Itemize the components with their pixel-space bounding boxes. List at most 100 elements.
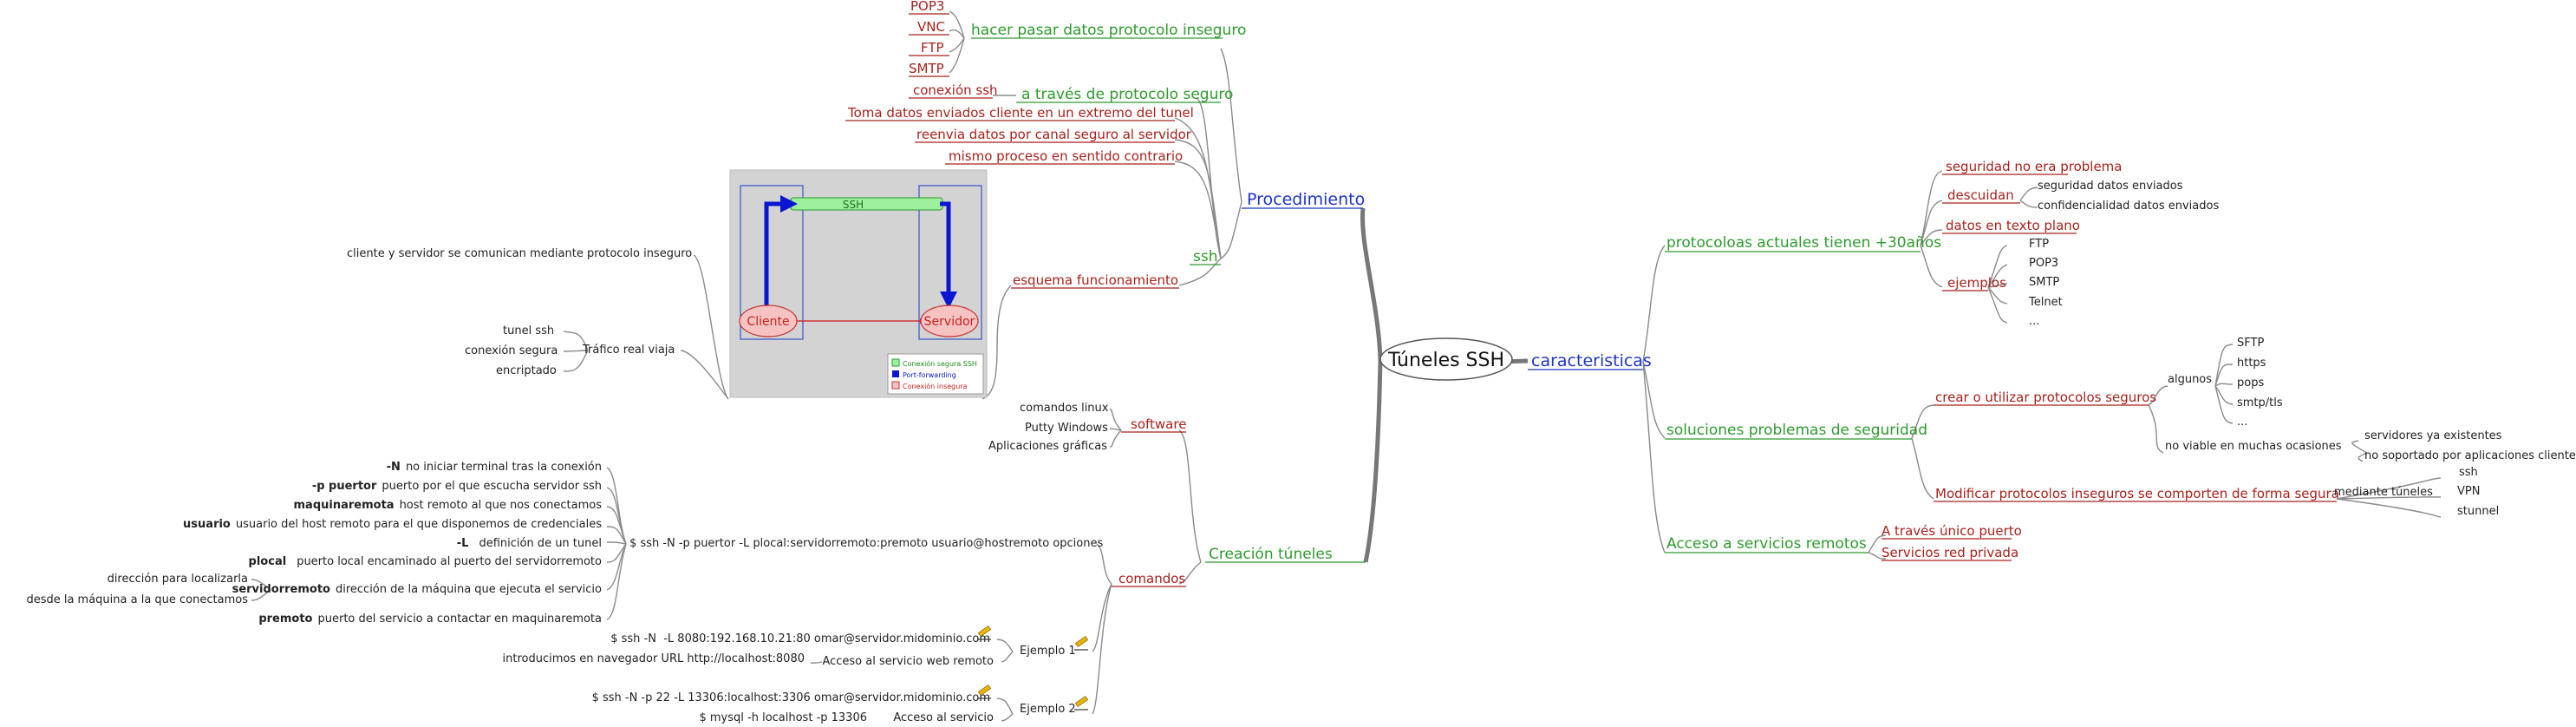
param-usuario-key: usuario bbox=[183, 518, 231, 531]
node-https[interactable]: https bbox=[2237, 357, 2266, 370]
ssh-tunnel-label: SSH bbox=[843, 199, 864, 211]
node-smtp-tls[interactable]: smtp/tls bbox=[2237, 396, 2283, 409]
node-comandos-linux[interactable]: comandos linux bbox=[1020, 402, 1109, 415]
node-ejemplo2-cmd[interactable]: $ ssh -N -p 22 -L 13306:localhost:3306 o… bbox=[592, 691, 990, 704]
node-ejemplo-1[interactable]: Ejemplo 1 bbox=[1020, 645, 1076, 658]
node-algunos[interactable]: algunos bbox=[2168, 373, 2212, 386]
node-encriptado[interactable]: encriptado bbox=[496, 364, 557, 377]
node-pop3[interactable]: POP3 bbox=[910, 0, 944, 14]
param-plocal-desc: puerto local encaminado al puerto del se… bbox=[297, 555, 602, 568]
node-servidores-existentes[interactable]: servidores ya existentes bbox=[2364, 429, 2502, 442]
pencil-icon bbox=[1074, 636, 1089, 651]
node-pops[interactable]: pops bbox=[2237, 377, 2264, 390]
param-n-key: -N bbox=[387, 461, 401, 474]
node-med-vpn[interactable]: VPN bbox=[2457, 485, 2480, 498]
node-conexion-segura[interactable]: conexión segura bbox=[465, 344, 558, 357]
node-conexion-ssh[interactable]: conexión ssh bbox=[913, 82, 998, 98]
node-acceso-remoto[interactable]: Acceso a servicios remotos bbox=[1666, 535, 1867, 553]
node-comandos[interactable]: comandos bbox=[1118, 571, 1185, 586]
node-modificar-protocolos[interactable]: Modificar protocolos inseguros se compor… bbox=[1935, 486, 2339, 501]
param-n-desc: no iniciar terminal tras la conexión bbox=[406, 461, 602, 474]
param-p[interactable]: -p puertor puerto por el que escucha serv… bbox=[312, 480, 602, 493]
node-hacer-pasar[interactable]: hacer pasar datos protocolo inseguro bbox=[971, 22, 1246, 39]
node-no-soportado[interactable]: no soportado por aplicaciones cliente bbox=[2364, 449, 2576, 462]
node-tunel-ssh[interactable]: tunel ssh bbox=[503, 324, 554, 337]
node-a-traves[interactable]: a través de protocolo seguro bbox=[1021, 86, 1233, 103]
param-maquinaremota-desc: host remoto al que nos conectamos bbox=[400, 499, 603, 512]
node-putty[interactable]: Putty Windows bbox=[1025, 422, 1108, 435]
node-ejemplo1-cmd[interactable]: $ ssh -N -L 8080:192.168.10.21:80 omar@s… bbox=[610, 632, 990, 645]
node-protocolos-actuales[interactable]: protocoloas actuales tienen +30años bbox=[1666, 234, 1941, 252]
node-esquema[interactable]: esquema funcionamiento bbox=[1013, 272, 1178, 288]
node-texto-plano[interactable]: datos en texto plano bbox=[1946, 218, 2080, 233]
param-p-desc: puerto por el que escucha servidor ssh bbox=[382, 480, 602, 493]
node-cliente-servidor[interactable]: cliente y servidor se comunican mediante… bbox=[347, 247, 692, 260]
param-maquinaremota[interactable]: maquinaremota host remoto al que nos cone… bbox=[294, 499, 603, 512]
node-ej-telnet[interactable]: Telnet bbox=[2028, 296, 2063, 309]
node-smtp[interactable]: SMTP bbox=[909, 61, 944, 76]
node-software[interactable]: software bbox=[1131, 416, 1186, 432]
node-aplicaciones-graficas[interactable]: Aplicaciones gráficas bbox=[988, 440, 1107, 453]
node-vnc[interactable]: VNC bbox=[917, 19, 945, 35]
node-direccion-localizarla[interactable]: dirección para localizarla bbox=[108, 573, 248, 586]
node-red-privada[interactable]: Servicios red privada bbox=[1881, 545, 2018, 560]
param-maquinaremota-key: maquinaremota bbox=[294, 499, 395, 512]
param-premoto-desc: puerto del servicio a contactar en maqui… bbox=[317, 612, 602, 625]
legend-port-forwarding: Port-forwarding bbox=[903, 371, 956, 379]
node-ej-smtp[interactable]: SMTP bbox=[2029, 276, 2059, 289]
param-premoto[interactable]: premoto puerto del servicio a contactar e… bbox=[258, 612, 602, 625]
port-forwarding-arrow-left bbox=[764, 195, 798, 309]
node-ssh[interactable]: ssh bbox=[1193, 248, 1218, 265]
node-unico-puerto[interactable]: A través único puerto bbox=[1881, 523, 2022, 539]
node-mismo-proceso[interactable]: mismo proceso en sentido contrario bbox=[949, 148, 1183, 164]
node-confidencialidad[interactable]: confidencialidad datos enviados bbox=[2038, 200, 2219, 213]
node-crear-protocolos[interactable]: crear o utilizar protocolos seguros bbox=[1935, 390, 2156, 405]
node-mediante-tuneles[interactable]: mediante túneles bbox=[2334, 486, 2433, 499]
node-med-ssh[interactable]: ssh bbox=[2459, 466, 2478, 479]
node-ejemplo1-acceso[interactable]: Acceso al servicio web remoto bbox=[822, 655, 994, 668]
node-ej-pop3[interactable]: POP3 bbox=[2029, 257, 2058, 270]
node-ejemplo1-nav[interactable]: introducimos en navegador URL http://loc… bbox=[503, 652, 805, 665]
node-ejemplo-2[interactable]: Ejemplo 2 bbox=[1020, 703, 1076, 716]
central-node-label: Túneles SSH bbox=[1387, 350, 1504, 371]
node-algunos-more[interactable]: ... bbox=[2237, 416, 2247, 429]
param-n[interactable]: -N no iniciar terminal tras la conexión bbox=[387, 461, 602, 474]
node-ej-ftp[interactable]: FTP bbox=[2029, 238, 2049, 251]
central-node[interactable]: Túneles SSH bbox=[1379, 337, 1513, 381]
node-creacion-tuneles[interactable]: Creación túneles bbox=[1209, 546, 1333, 563]
param-l-key: -L bbox=[457, 537, 469, 550]
node-descuidan[interactable]: descuidan bbox=[1947, 187, 2014, 203]
node-ejemplos[interactable]: ejemplos bbox=[1947, 275, 2006, 291]
node-ejemplo2-acceso[interactable]: Acceso al servicio bbox=[893, 711, 994, 724]
node-caracteristicas[interactable]: caracteristicas bbox=[1531, 351, 1652, 370]
port-forwarding-arrow-right bbox=[940, 201, 957, 309]
node-seguridad-datos[interactable]: seguridad datos enviados bbox=[2038, 180, 2183, 193]
legend-insecure: Conexión insegura bbox=[903, 382, 968, 390]
diagram-legend bbox=[887, 353, 984, 395]
node-toma-datos[interactable]: Toma datos enviados cliente en un extrem… bbox=[847, 105, 1194, 121]
param-premoto-key: premoto bbox=[258, 612, 312, 625]
client-box bbox=[740, 185, 804, 340]
node-ssh-syntax[interactable]: $ ssh -N -p puertor -L plocal:servidorre… bbox=[629, 537, 1103, 550]
node-ejemplo2-mysql[interactable]: $ mysql -h localhost -p 13306 bbox=[699, 711, 867, 724]
pencil-icon bbox=[1074, 696, 1089, 711]
legend-ssh: Conexión segura SSH bbox=[903, 359, 977, 368]
node-trafico[interactable]: Tráfico real viaja bbox=[582, 344, 675, 357]
node-ftp[interactable]: FTP bbox=[921, 40, 944, 56]
node-desde-maquina[interactable]: desde la máquina a la que conectamos bbox=[26, 593, 248, 606]
node-med-stunnel[interactable]: stunnel bbox=[2457, 505, 2499, 518]
node-no-viable[interactable]: no viable en muchas ocasiones bbox=[2165, 440, 2342, 453]
param-servidorremoto-desc: dirección de la máquina que ejecuta el s… bbox=[336, 583, 602, 596]
param-p-key: -p puertor bbox=[312, 480, 377, 493]
node-soluciones[interactable]: soluciones problemas de seguridad bbox=[1666, 422, 1927, 439]
node-procedimiento[interactable]: Procedimiento bbox=[1247, 190, 1365, 209]
server-box bbox=[918, 185, 982, 340]
node-reenvia[interactable]: reenvia datos por canal seguro al servid… bbox=[916, 127, 1192, 142]
node-ej-more[interactable]: ... bbox=[2029, 315, 2039, 328]
node-sftp[interactable]: SFTP bbox=[2237, 337, 2264, 350]
node-seguridad-no-problema[interactable]: seguridad no era problema bbox=[1946, 159, 2122, 174]
